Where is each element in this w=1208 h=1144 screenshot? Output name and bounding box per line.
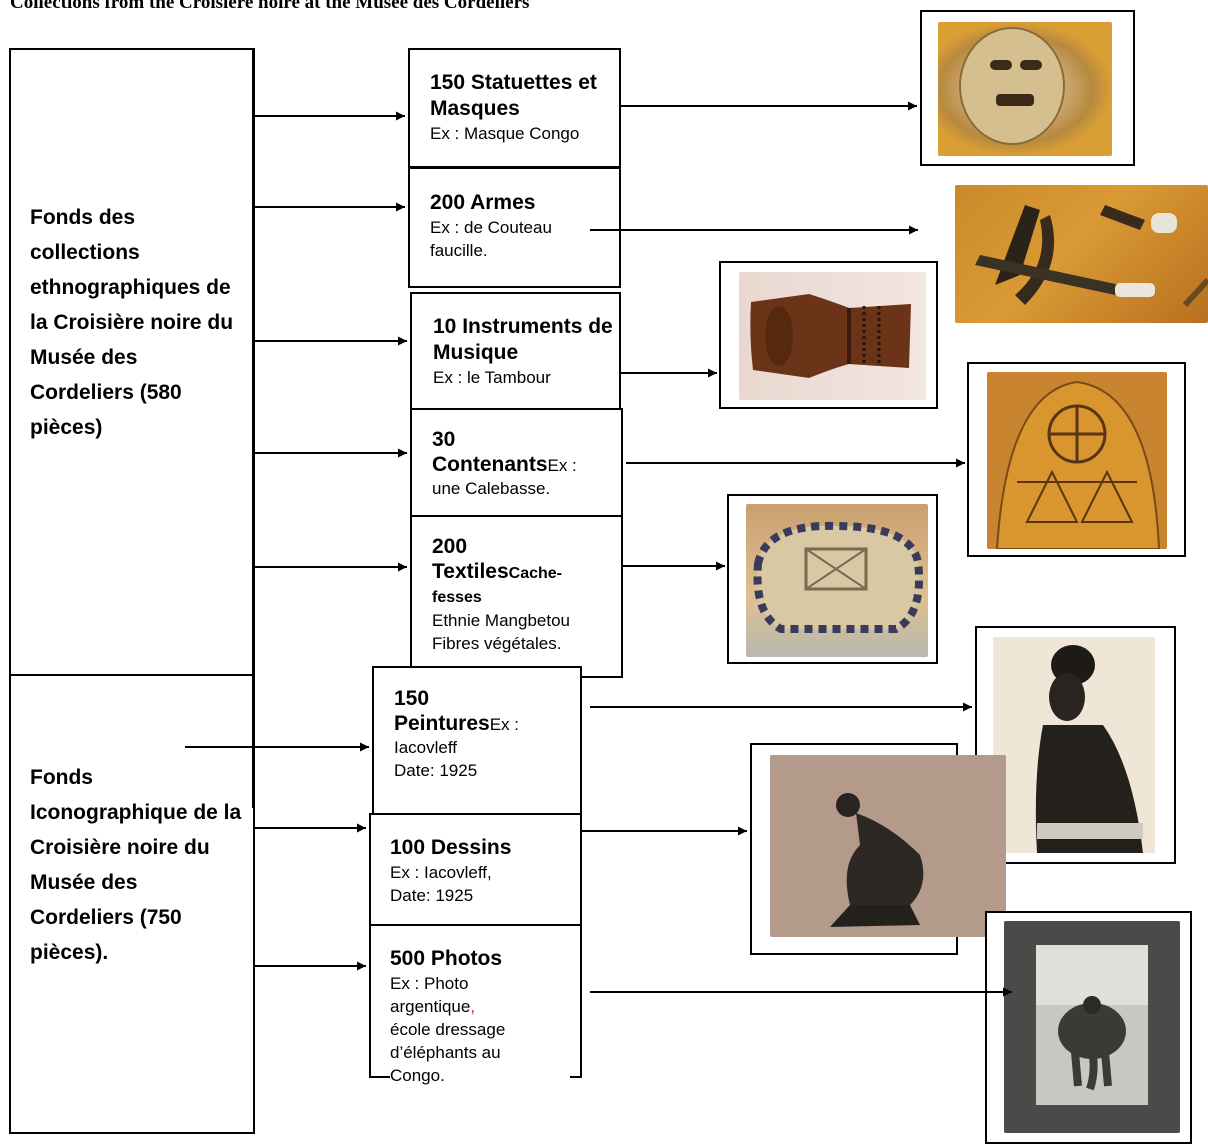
portrait-figure-icon	[1035, 645, 1143, 853]
iconographic-collection-box	[9, 674, 255, 1134]
category-example: Date: 1925	[394, 761, 478, 780]
category-example: faucille	[430, 241, 483, 260]
category-subtitle: fesses	[432, 589, 482, 606]
wooden-drum-icon	[750, 294, 911, 378]
sickle-knife-icon	[975, 205, 1208, 308]
portrait-painting	[993, 637, 1155, 853]
category-example: une Calebasse.	[432, 479, 551, 498]
category-armes: 200 Armes Ex : de Couteau faucille.	[430, 190, 605, 262]
category-example: Ex : Photo	[390, 974, 469, 993]
page-title: Collections from the Croisière noire at …	[10, 0, 530, 13]
category-example: Ex :	[547, 456, 577, 475]
category-title: 150 Statuettes et Masques	[430, 71, 597, 120]
category-example: Ex : Iacovleff,	[390, 863, 492, 882]
category-example: Ex :	[489, 715, 519, 734]
african-mask-photo	[938, 22, 1112, 156]
ethnographic-collection-label: Fonds des collections ethnographiques de…	[30, 206, 234, 439]
category-example-mark: ,	[470, 997, 476, 1016]
category-example: Ex : de Couteau	[430, 218, 552, 237]
category-example: Ex : le Tambour	[433, 368, 551, 387]
category-count: 200	[432, 535, 468, 558]
iconographic-collection-label: Fonds Iconographique de la Croisière noi…	[30, 766, 242, 964]
kneeling-figure-icon	[830, 793, 924, 927]
category-title: 100 Dessins	[390, 836, 512, 859]
category-example: Fibres végétales.	[432, 634, 562, 653]
category-count: 30	[432, 428, 456, 451]
calabash-photo	[987, 372, 1167, 549]
category-example: Ex : Masque Congo	[430, 124, 580, 143]
ethnographic-collection-box	[9, 48, 255, 678]
category-example: d’éléphants au	[390, 1043, 501, 1062]
category-example: argentique	[390, 997, 471, 1016]
category-example: Ethnie Mangbetou	[432, 611, 570, 630]
calabash-icon	[995, 380, 1161, 549]
category-name: Textiles	[432, 560, 509, 583]
category-example-mark: .	[482, 241, 488, 260]
elephant-photograph	[1004, 921, 1180, 1133]
category-contenants: 30 ContenantsEx : une Calebasse.	[432, 427, 612, 500]
category-name: Contenants	[432, 453, 548, 476]
category-example: Date: 1925	[390, 886, 474, 905]
category-instruments: 10 Instruments de Musique Ex : le Tambou…	[433, 314, 613, 389]
category-photos: 500 Photos Ex : Photo argentique, école …	[390, 946, 570, 1087]
category-example: Iacovleff	[394, 738, 458, 757]
category-count: 150	[394, 687, 430, 710]
sickle-knives-photo	[955, 185, 1208, 323]
elephant-icon	[1036, 945, 1148, 1105]
kneeling-figure-drawing	[770, 755, 1006, 937]
woven-textile-icon	[753, 521, 923, 633]
african-mask-icon	[959, 27, 1065, 145]
wooden-drum-photo	[739, 272, 926, 400]
category-subtitle: Cache-	[508, 565, 563, 582]
category-title: 10 Instruments de Musique	[433, 315, 613, 364]
category-statuettes: 150 Statuettes et Masques Ex : Masque Co…	[430, 70, 605, 145]
category-textiles: 200 TextilesCache- fesses Ethnie Mangbet…	[432, 534, 612, 668]
category-title: 200 Armes	[430, 191, 536, 214]
woven-textile-photo	[746, 504, 928, 657]
category-example: école dressage	[390, 1020, 506, 1039]
category-name: Peintures	[394, 712, 490, 735]
category-example: Congo.	[390, 1066, 445, 1085]
category-peintures: 150 PeinturesEx : Iacovleff Date: 1925	[394, 686, 569, 782]
category-dessins: 100 Dessins Ex : Iacovleff, Date: 1925	[390, 835, 570, 907]
category-title: 500 Photos	[390, 947, 503, 970]
